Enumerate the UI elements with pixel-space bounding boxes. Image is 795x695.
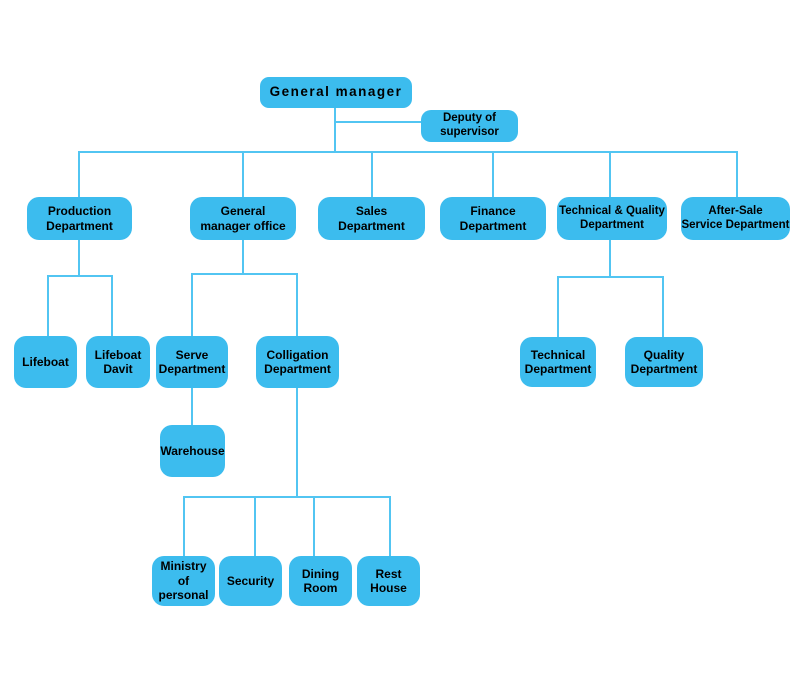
- node-lifeboat: Lifeboat: [14, 336, 77, 388]
- node-general-manager: General manager: [260, 77, 412, 108]
- connector-drop-dining: [313, 496, 315, 556]
- connector-drop-gm-office: [242, 151, 244, 197]
- connector-drop-technical: [557, 276, 559, 337]
- connector-drop-ministry: [183, 496, 185, 556]
- connector-drop-tech-quality: [609, 151, 611, 197]
- connector-production-horizontal: [47, 275, 113, 277]
- connector-drop-lifeboat-davit: [111, 275, 113, 336]
- node-finance-department: Finance Department: [440, 197, 546, 240]
- connector-production-down: [78, 240, 80, 277]
- node-quality-department: Quality Department: [625, 337, 703, 387]
- connector-drop-production: [78, 151, 80, 197]
- connector-tech-quality-down: [609, 240, 611, 278]
- node-after-sale-service-department: After-Sale Service Department: [681, 197, 790, 240]
- connector-gm-down: [334, 107, 336, 153]
- connector-drop-rest: [389, 496, 391, 556]
- connector-colligation-horizontal: [183, 496, 391, 498]
- node-security: Security: [219, 556, 282, 606]
- connector-tech-quality-horizontal: [557, 276, 664, 278]
- connector-drop-sales: [371, 151, 373, 197]
- node-general-manager-office: General manager office: [190, 197, 296, 240]
- node-rest-house: Rest House: [357, 556, 420, 606]
- node-ministry-of-personal: Ministry of personal: [152, 556, 215, 606]
- node-production-department: Production Department: [27, 197, 132, 240]
- connector-drop-colligation: [296, 273, 298, 336]
- connector-drop-after-sale: [736, 151, 738, 197]
- node-warehouse: Warehouse: [160, 425, 225, 477]
- connector-drop-security: [254, 496, 256, 556]
- node-technical-department: Technical Department: [520, 337, 596, 387]
- connector-gm-office-down: [242, 240, 244, 275]
- node-deputy-supervisor: Deputy of supervisor: [421, 110, 518, 142]
- connector-drop-finance: [492, 151, 494, 197]
- connector-drop-quality: [662, 276, 664, 337]
- node-technical-quality-department: Technical & Quality Department: [557, 197, 667, 240]
- node-lifeboat-davit: Lifeboat Davit: [86, 336, 150, 388]
- node-serve-department: Serve Department: [156, 336, 228, 388]
- connector-drop-lifeboat: [47, 275, 49, 336]
- connector-main-horizontal: [78, 151, 738, 153]
- connector-serve-warehouse: [191, 388, 193, 425]
- node-colligation-department: Colligation Department: [256, 336, 339, 388]
- node-dining-room: Dining Room: [289, 556, 352, 606]
- connector-drop-serve: [191, 273, 193, 336]
- node-sales-department: Sales Department: [318, 197, 425, 240]
- connector-deputy: [334, 121, 422, 123]
- connector-colligation-down: [296, 388, 298, 498]
- connector-gm-office-horizontal: [191, 273, 298, 275]
